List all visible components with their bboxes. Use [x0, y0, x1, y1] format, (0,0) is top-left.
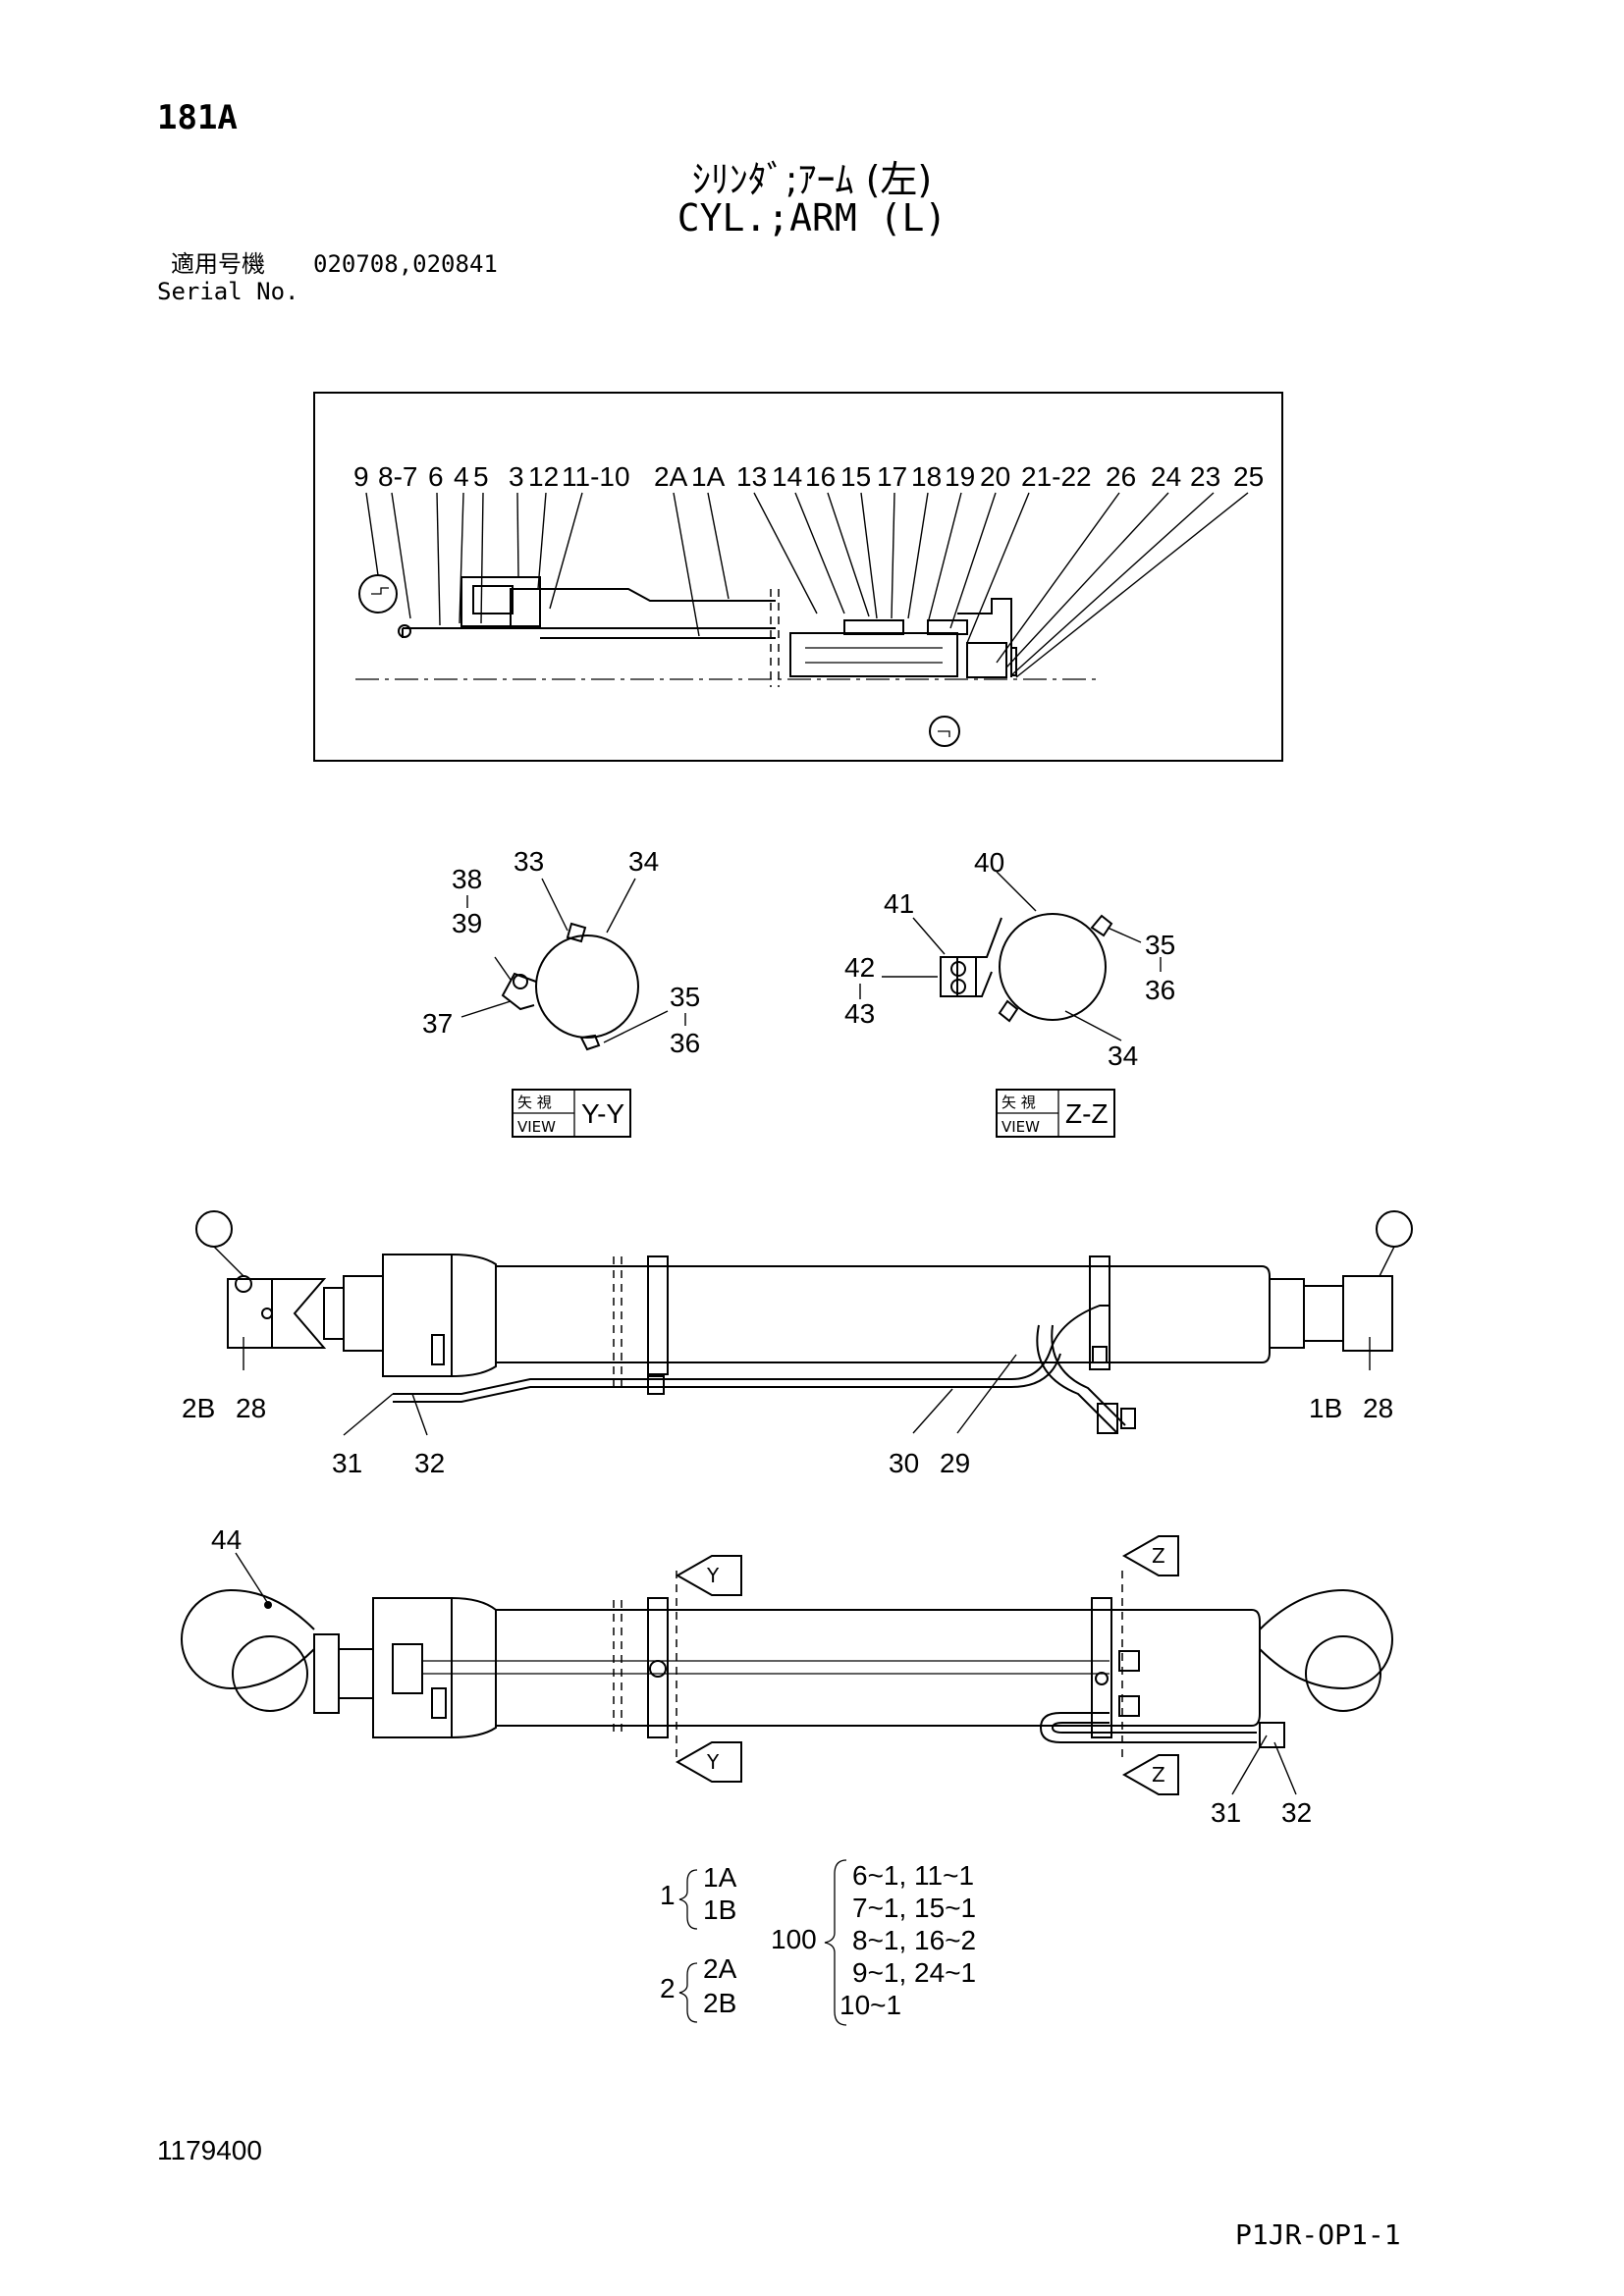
section-callout: 21-22: [1021, 461, 1092, 492]
section-marker-z-top: Z: [1152, 1544, 1165, 1568]
section-callout: 26: [1106, 461, 1136, 492]
group1-item: 1A: [703, 1862, 737, 1893]
view-z-callout: 41: [884, 888, 914, 919]
view-z-label-en: VIEW: [1001, 1118, 1040, 1136]
group1-number: 1: [660, 1880, 676, 1910]
section-callout: 20: [980, 461, 1010, 492]
view-y-callout: 38: [452, 864, 482, 894]
view-z-callout: 43: [844, 998, 875, 1029]
serial-block: 適用号機 020708,020841 Serial No.: [157, 250, 498, 305]
view-z-label-jp: 矢 視: [1001, 1094, 1036, 1111]
group100-item: 10~1: [839, 1990, 901, 2020]
section-callout: 1A: [691, 461, 726, 492]
section-marker-y-top: Y: [706, 1564, 720, 1587]
side-callout: 30: [889, 1448, 919, 1478]
title-english: CYL.;ARM (L): [677, 196, 947, 240]
side-view: 2B 28 1B 28 31 32 30 29: [182, 1210, 1413, 1478]
side-callout: 32: [414, 1448, 445, 1478]
group100-item: 8~1, 16~2: [852, 1925, 976, 1955]
section-callout: 23: [1190, 461, 1220, 492]
top-callout: 31: [1211, 1797, 1241, 1828]
section-marker-z-bottom: Z: [1152, 1763, 1165, 1787]
view-z-id: Z-Z: [1065, 1098, 1109, 1129]
serial-label-jp: 適用号機: [171, 250, 265, 278]
view-z-callout: 42: [844, 952, 875, 983]
section-callout: 12: [528, 461, 559, 492]
view-y-callout: 34: [628, 846, 659, 877]
side-callout: 28: [1363, 1393, 1393, 1423]
top-callout: 44: [211, 1524, 242, 1555]
section-callout: 19: [945, 461, 975, 492]
section-callout: 5: [473, 461, 489, 492]
section-callout: 6: [428, 461, 444, 492]
top-view: Y Y Z Z 44 31 32: [181, 1524, 1393, 1828]
view-y-label-jp: 矢 視: [517, 1094, 552, 1111]
section-callout: 9: [353, 461, 369, 492]
view-y-callout: 33: [514, 846, 544, 877]
side-callout: 2B: [182, 1393, 215, 1423]
view-y-callout: 36: [670, 1028, 700, 1058]
view-z-callout: 40: [974, 847, 1004, 878]
view-y-callout: 39: [452, 908, 482, 938]
section-callout: 2A: [654, 461, 688, 492]
group100-item: 6~1, 11~1: [852, 1860, 974, 1891]
section-callout: 13: [736, 461, 767, 492]
view-y-callout: 37: [422, 1008, 453, 1039]
title-japanese: ｼﾘﾝﾀﾞ;ｱｰﾑ (左): [691, 158, 933, 201]
view-y-callout: 35: [670, 982, 700, 1012]
section-callout: 25: [1233, 461, 1264, 492]
group100-number: 100: [771, 1924, 817, 1954]
group2-number: 2: [660, 1973, 676, 2003]
group100-item: 7~1, 15~1: [852, 1893, 976, 1923]
view-y-detail: 33 34 38 39 37 35 36 矢 視 VIEW Y-Y: [422, 846, 700, 1138]
group2-item: 2B: [703, 1988, 736, 2018]
view-y-id: Y-Y: [581, 1098, 624, 1129]
view-z-detail: 40 41 35 36 42 43 34 矢 視 VIEW Z-Z: [844, 847, 1175, 1138]
parts-table: 1 1A 1B 2 2A 2B 100 6~1, 11~1 7~1, 15~1 …: [660, 1859, 976, 2026]
side-callout: 28: [236, 1393, 266, 1423]
top-callout: 32: [1281, 1797, 1312, 1828]
document-number: 1179400: [157, 2135, 262, 2165]
section-marker-y-bottom: Y: [706, 1750, 720, 1774]
page-code: 181A: [157, 98, 238, 137]
view-z-callout: 36: [1145, 975, 1175, 1005]
group1-item: 1B: [703, 1895, 736, 1925]
group2-item: 2A: [703, 1953, 737, 1984]
section-callout: 24: [1151, 461, 1181, 492]
section-callout: 8-7: [378, 461, 417, 492]
view-y-label-en: VIEW: [517, 1118, 556, 1136]
side-callout: 31: [332, 1448, 362, 1478]
section-callout: 3: [509, 461, 524, 492]
group100-item: 9~1, 24~1: [852, 1957, 976, 1988]
serial-values: 020708,020841: [313, 250, 498, 278]
section-callout: 16: [805, 461, 836, 492]
sheet-reference: P1JR-OP1-1: [1235, 2218, 1401, 2251]
view-z-callout: 34: [1108, 1041, 1138, 1071]
section-callout: 15: [840, 461, 871, 492]
section-callout: 4: [454, 461, 469, 492]
serial-label-en: Serial No.: [157, 278, 299, 305]
section-view: 9 8-7 6 4 5 3 12 11-10 2A 1A 13 14 16 15…: [313, 392, 1283, 762]
section-callout: 11-10: [562, 461, 630, 492]
section-callout: 17: [877, 461, 907, 492]
side-callout: 1B: [1309, 1393, 1342, 1423]
side-callout: 29: [940, 1448, 970, 1478]
section-view-frame: [313, 392, 1283, 762]
section-callout: 14: [772, 461, 802, 492]
view-z-callout: 35: [1145, 930, 1175, 960]
section-callout: 18: [911, 461, 942, 492]
